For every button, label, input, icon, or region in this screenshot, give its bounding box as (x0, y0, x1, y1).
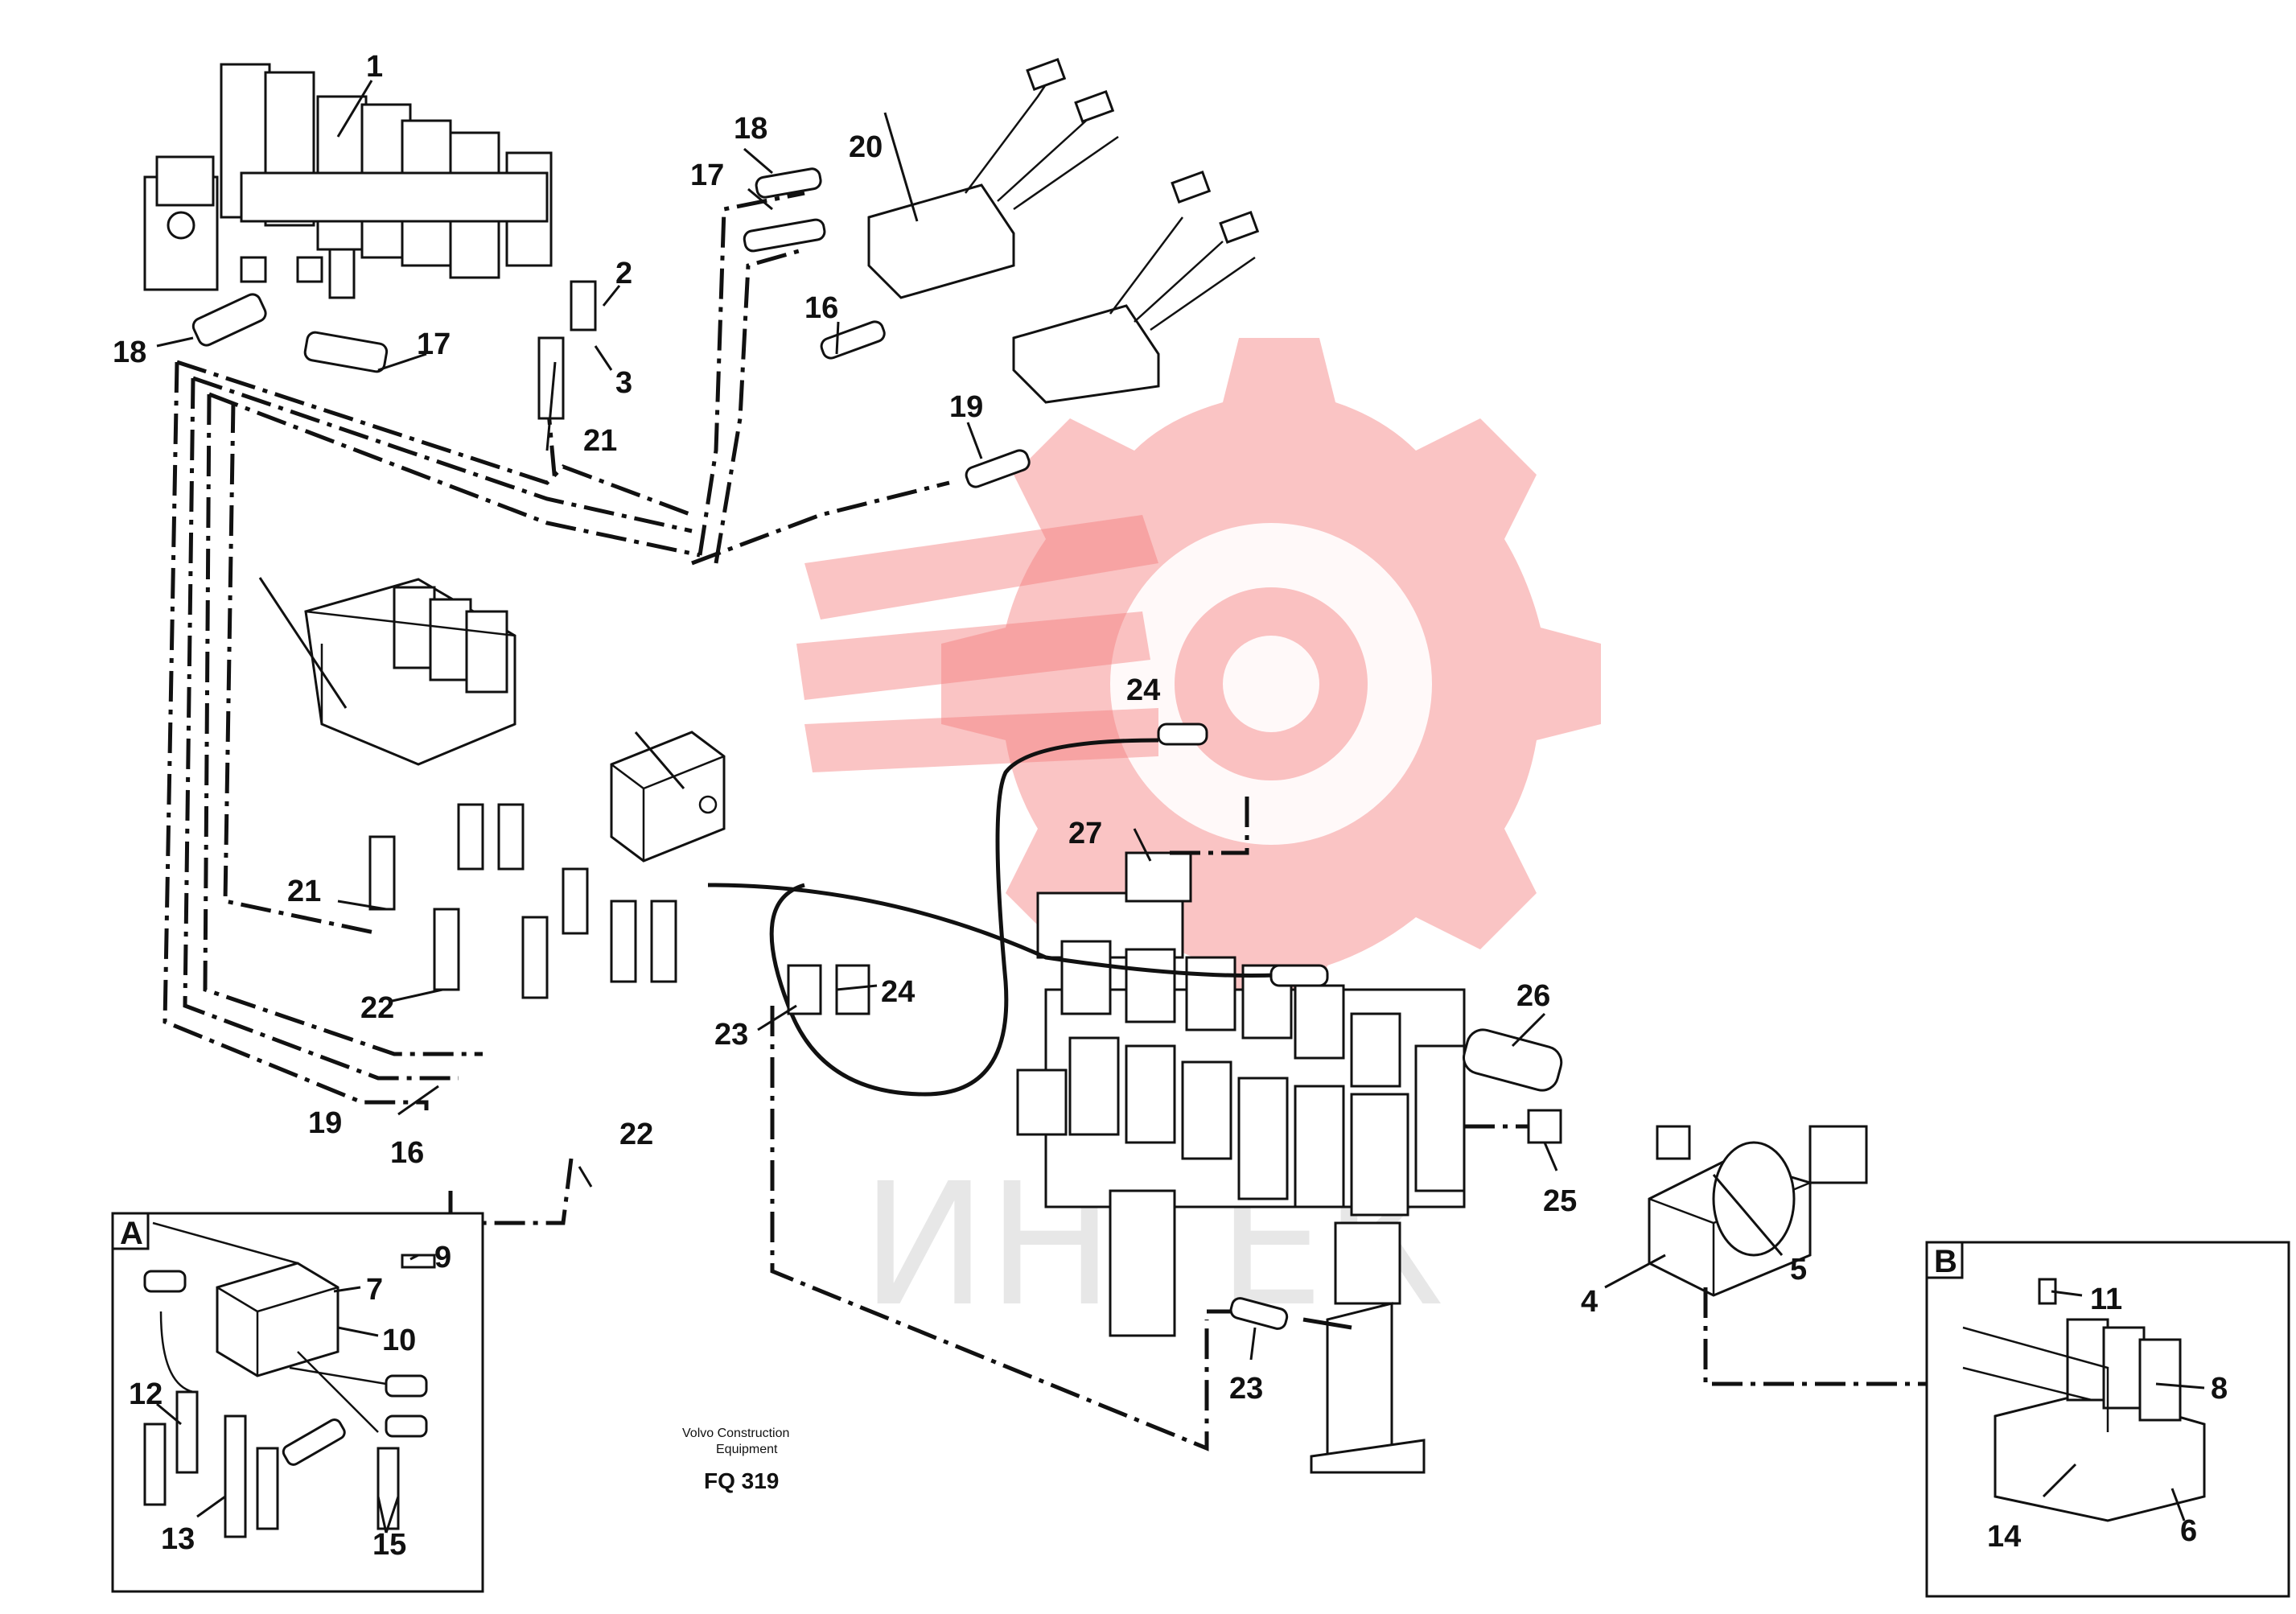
pedal-valve-upper (867, 57, 1119, 299)
callout-23-left: 23 (714, 1018, 748, 1052)
inset-a-label: A (120, 1216, 143, 1251)
callout-24-bottom: 24 (881, 975, 915, 1009)
callout-9: 9 (434, 1241, 451, 1274)
callout-18-right: 18 (734, 112, 767, 146)
callout-12: 12 (129, 1377, 163, 1411)
inset-detail-b: B (1925, 1241, 2290, 1598)
callout-19-bottom: 19 (308, 1106, 342, 1140)
callout-11: 11 (2090, 1283, 2122, 1316)
callout-27: 27 (1068, 817, 1102, 850)
callout-4: 4 (1581, 1285, 1598, 1319)
callout-19-top: 19 (949, 390, 983, 424)
inset-detail-a: A (111, 1212, 484, 1593)
callout-13: 13 (161, 1522, 195, 1556)
callout-17-left: 17 (417, 327, 451, 361)
callout-23-right: 23 (1229, 1372, 1263, 1406)
main-control-valve (1016, 851, 1466, 1474)
caption-equipment: Equipment (716, 1443, 778, 1456)
inset-b-label: B (1934, 1244, 1957, 1279)
callout-10: 10 (382, 1324, 416, 1357)
callout-1: 1 (366, 50, 383, 84)
callout-22-left: 22 (360, 991, 394, 1025)
callout-25: 25 (1543, 1184, 1577, 1218)
callout-15: 15 (372, 1528, 406, 1562)
callout-24-top: 24 (1126, 673, 1160, 707)
valve-block-a (610, 731, 726, 863)
callout-21-middle: 21 (287, 875, 321, 908)
accumulator-26 (1463, 1028, 1563, 1092)
solenoid-block-4 (1648, 1125, 1868, 1297)
callout-21-top: 21 (583, 424, 617, 458)
callout-18-left: 18 (113, 336, 146, 369)
callout-26: 26 (1516, 979, 1550, 1013)
figure-code: FQ 319 (704, 1468, 779, 1493)
callout-6: 6 (2180, 1514, 2197, 1548)
callout-8: 8 (2211, 1372, 2228, 1406)
callout-16-top: 16 (804, 291, 838, 325)
callout-3: 3 (615, 366, 632, 400)
callout-2: 2 (615, 257, 632, 290)
callout-numbers: 1 2 3 4 5 6 7 8 9 10 11 12 13 14 15 16 1… (113, 50, 2228, 1562)
callout-14: 14 (1987, 1520, 2021, 1554)
pilot-valve-assembly (143, 63, 553, 291)
callout-5: 5 (1790, 1253, 1807, 1287)
caption-company: Volvo Construction (682, 1427, 789, 1440)
callout-17-right: 17 (690, 159, 724, 192)
callout-22-right: 22 (619, 1118, 653, 1151)
callout-16-bottom: 16 (390, 1136, 424, 1170)
pedal-valve-lower (1012, 170, 1260, 404)
diagram-caption: Volvo Construction Equipment FQ 319 (682, 1427, 789, 1493)
callout-7: 7 (366, 1273, 383, 1307)
fittings (191, 167, 1691, 1330)
callout-20: 20 (849, 130, 883, 164)
valve-block-b (304, 578, 516, 766)
leader-lines (156, 80, 2205, 1534)
